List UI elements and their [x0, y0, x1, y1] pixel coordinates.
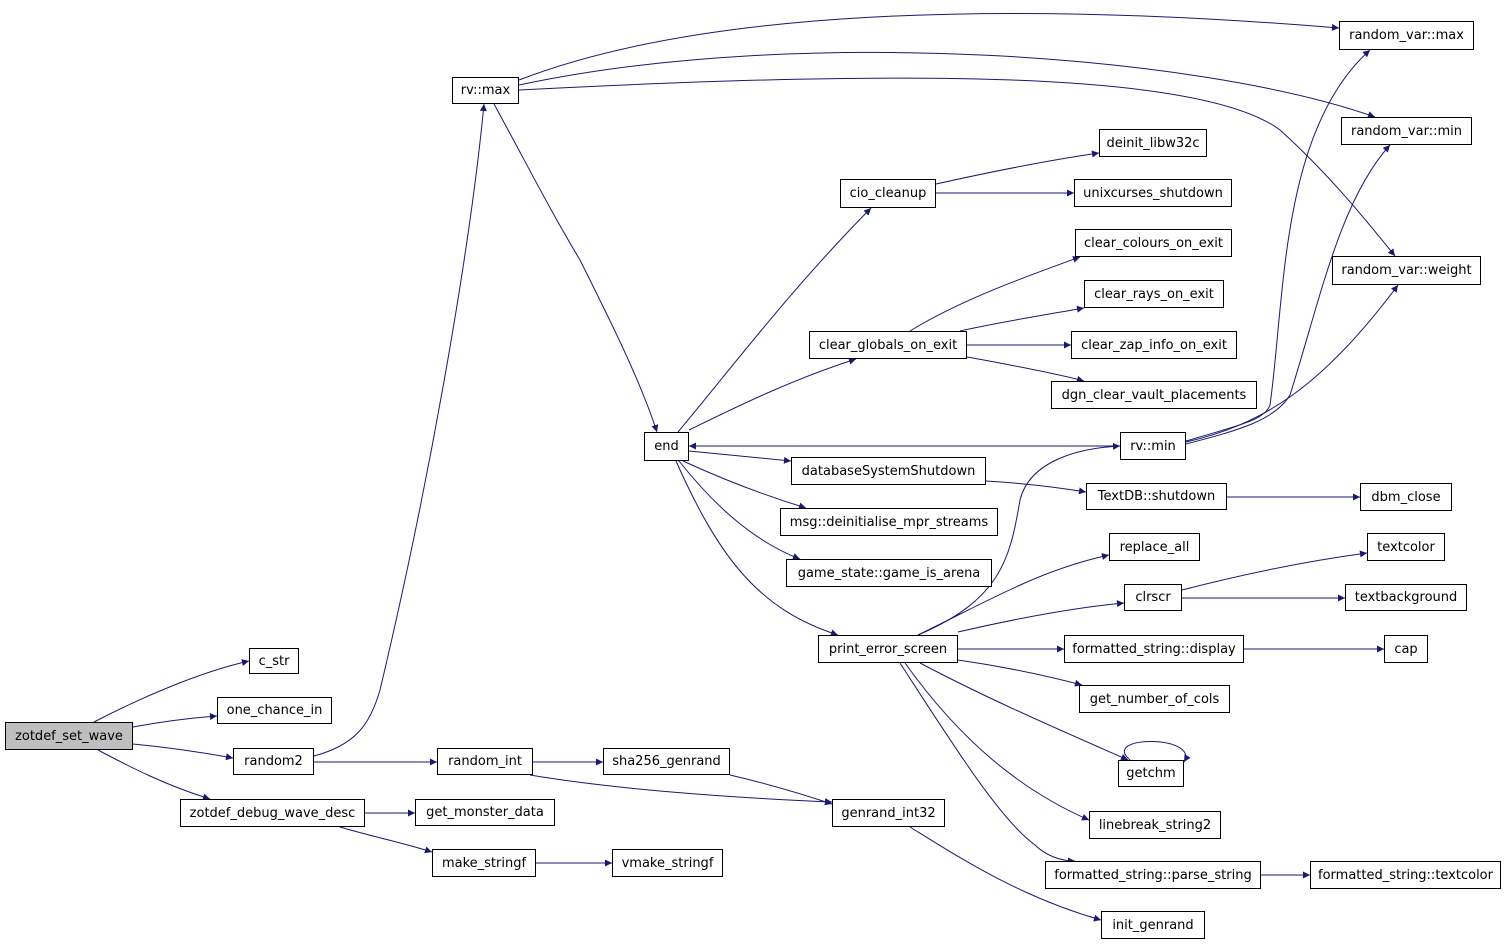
node-unixcurses-shutdown[interactable]: unixcurses_shutdown: [1074, 179, 1232, 207]
edge-zotdef-set-wave-to-random2: [132, 743, 234, 761]
node-cap[interactable]: cap: [1384, 635, 1428, 663]
node-linebreak-string2[interactable]: linebreak_string2: [1089, 811, 1221, 839]
edge-rv-max-to-random-var-weight: [518, 77, 1396, 257]
node-formatted-string-textcolor[interactable]: formatted_string::textcolor: [1310, 861, 1501, 889]
node-formatted-string-parse-string[interactable]: formatted_string::parse_string: [1045, 861, 1261, 889]
node-rv-max[interactable]: rv::max: [452, 77, 519, 104]
edge-end-to-clear-globals-on-exit: [688, 357, 857, 431]
node-clear-zap-info-on-exit[interactable]: clear_zap_info_on_exit: [1071, 331, 1237, 359]
node-init-genrand[interactable]: init_genrand: [1101, 911, 1205, 939]
edge-zotdef-set-wave-to-c-str: [93, 659, 250, 723]
edge-end-to-msg-deinitialise-mpr-streams: [682, 460, 807, 510]
edge-rv-min-to-random-var-weight: [1185, 284, 1399, 443]
node-deinit-libw32c[interactable]: deinit_libw32c: [1099, 129, 1207, 157]
edge-layer: [93, 12, 1399, 922]
node-clear-rays-on-exit[interactable]: clear_rays_on_exit: [1084, 280, 1224, 308]
edge-end-to-databasesystemshutdown: [688, 450, 792, 464]
edge-sha256-genrand-to-genrand-int32: [729, 774, 833, 806]
node-random2[interactable]: random2: [233, 748, 314, 775]
node-textbackground[interactable]: textbackground: [1345, 584, 1467, 611]
edge-end-to-cio-cleanup: [677, 207, 872, 433]
edge-clear-globals-on-exit-to-dgn-clear-vault-placements: [966, 356, 1085, 383]
node-game-state-game-is-arena[interactable]: game_state::game_is_arena: [786, 559, 992, 587]
node-random-var-max[interactable]: random_var::max: [1339, 21, 1474, 50]
edge-print-error-screen-to-rv-min: [917, 442, 1121, 636]
node-dgn-clear-vault-placements[interactable]: dgn_clear_vault_placements: [1051, 381, 1257, 409]
edge-rv-max-to-end: [493, 103, 659, 433]
edge-rv-max-to-random-var-min: [518, 51, 1376, 118]
edge-zotdef-set-wave-to-one-chance-in: [132, 713, 218, 728]
node-clear-colours-on-exit[interactable]: clear_colours_on_exit: [1075, 229, 1232, 257]
edge-random-int-to-genrand-int32: [529, 774, 833, 806]
node-sha256-genrand[interactable]: sha256_genrand: [603, 748, 730, 775]
node-replace-all[interactable]: replace_all: [1109, 533, 1200, 561]
node-rv-min[interactable]: rv::min: [1120, 432, 1186, 460]
node-textdb-shutdown[interactable]: TextDB::shutdown: [1086, 483, 1227, 510]
edge-clrscr-to-textcolor: [1181, 550, 1368, 591]
node-msg-deinitialise-mpr-streams[interactable]: msg::deinitialise_mpr_streams: [780, 508, 998, 536]
node-vmake-stringf[interactable]: vmake_stringf: [612, 849, 723, 877]
edge-cio-cleanup-to-deinit-libw32c: [935, 150, 1100, 185]
edge-zotdef-debug-wave-desc-to-make-stringf: [339, 826, 433, 854]
node-c-str[interactable]: c_str: [249, 648, 299, 674]
node-get-monster-data[interactable]: get_monster_data: [415, 799, 555, 826]
node-clrscr[interactable]: clrscr: [1124, 584, 1182, 611]
node-cio-cleanup[interactable]: cio_cleanup: [840, 179, 936, 208]
edge-print-error-screen-to-replace-all: [917, 553, 1110, 636]
node-getchm[interactable]: getchm: [1118, 760, 1184, 787]
node-zotdef-set-wave[interactable]: zotdef_set_wave: [5, 722, 133, 750]
edge-clear-globals-on-exit-to-clear-colours-on-exit: [909, 256, 1081, 332]
edge-end-to-game-state-game-is-arena: [678, 460, 801, 560]
edge-clear-globals-on-exit-to-clear-rays-on-exit: [959, 305, 1085, 332]
node-textcolor[interactable]: textcolor: [1367, 533, 1445, 561]
edge-databasesystemshutdown-to-textdb-shutdown: [985, 480, 1087, 495]
edge-rv-min-to-random-var-min: [1185, 144, 1391, 445]
edge-print-error-screen-to-linebreak-string2: [904, 662, 1090, 821]
node-random-int[interactable]: random_int: [437, 748, 533, 775]
edge-print-error-screen-to-get-number-of-cols: [957, 659, 1083, 687]
node-get-number-of-cols[interactable]: get_number_of_cols: [1079, 685, 1230, 713]
edge-random2-to-rv-max: [313, 103, 487, 757]
edge-print-error-screen-to-formatted-string-parse-string: [899, 662, 1076, 865]
edge-genrand-int32-to-init-genrand: [909, 826, 1102, 922]
edge-getchm-to-getchm: [1123, 741, 1191, 763]
edge-zotdef-set-wave-to-zotdef-debug-wave-desc: [97, 749, 211, 801]
edge-print-error-screen-to-getchm: [919, 662, 1129, 761]
node-clear-globals-on-exit[interactable]: clear_globals_on_exit: [809, 331, 967, 359]
node-database-system-shutdown[interactable]: databaseSystemShutdown: [791, 457, 986, 485]
edge-rv-max-to-random-var-max: [518, 12, 1340, 81]
node-make-stringf[interactable]: make_stringf: [432, 849, 536, 877]
edge-print-error-screen-to-clrscr: [957, 600, 1125, 633]
node-one-chance-in[interactable]: one_chance_in: [217, 697, 332, 724]
node-end[interactable]: end: [644, 432, 689, 461]
node-formatted-string-display[interactable]: formatted_string::display: [1064, 635, 1244, 663]
edge-rv-min-to-random-var-max: [1185, 49, 1371, 442]
edge-end-to-print-error-screen: [675, 460, 839, 637]
node-zotdef-debug-wave-desc[interactable]: zotdef_debug_wave_desc: [180, 799, 365, 827]
node-dbm-close[interactable]: dbm_close: [1360, 483, 1452, 511]
node-print-error-screen[interactable]: print_error_screen: [818, 635, 958, 663]
node-random-var-min[interactable]: random_var::min: [1341, 117, 1472, 145]
node-genrand-int32[interactable]: genrand_int32: [832, 799, 945, 827]
node-random-var-weight[interactable]: random_var::weight: [1332, 256, 1481, 285]
